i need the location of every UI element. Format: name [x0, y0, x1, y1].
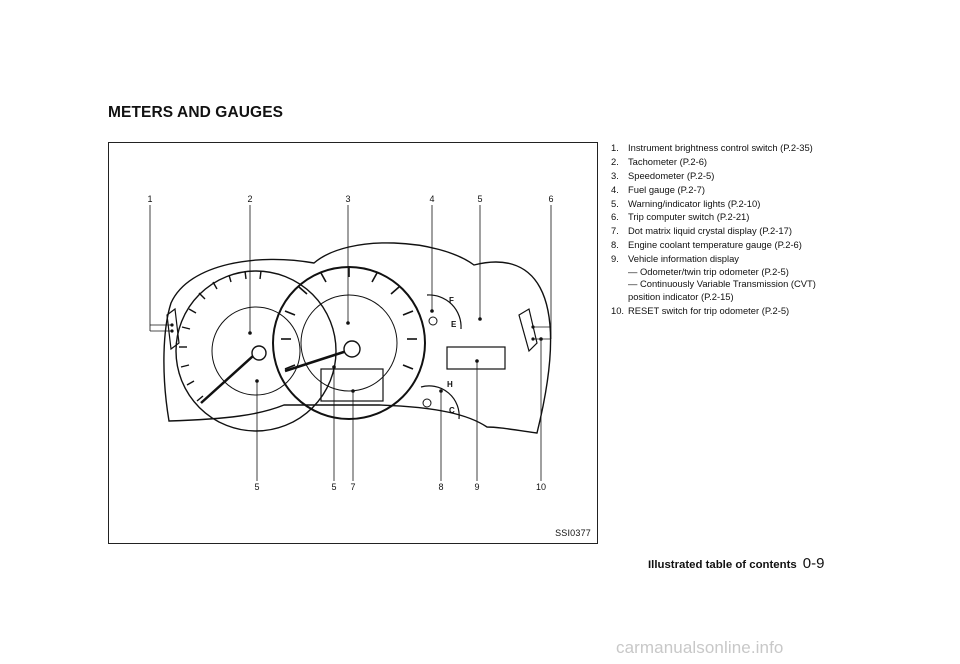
tachometer-dial: [175, 270, 337, 432]
list-item: 9.Vehicle information display — Odometer…: [611, 253, 861, 303]
callout-9: 9: [474, 482, 479, 492]
tachometer-inner-ring: [211, 306, 301, 396]
page-number: 0-9: [802, 555, 825, 572]
speedometer-hub: [343, 340, 361, 358]
speedometer-inner-ring: [300, 294, 398, 392]
list-subitem: — Odometer/twin trip odometer (P.2-5): [628, 265, 789, 277]
callout-1: 1: [147, 194, 152, 204]
section-heading: METERS AND GAUGES: [108, 104, 284, 121]
speedometer-ticks: [281, 267, 417, 370]
callout-5-bottom-a: 5: [254, 482, 259, 492]
fuel-gauge-arc: [426, 294, 462, 330]
temp-hot-mark: H: [447, 380, 453, 389]
callout-10: 10: [536, 482, 546, 492]
list-item: 2.Tachometer (P.2-6): [611, 155, 708, 167]
fuel-gauge-hub: [428, 316, 438, 326]
dot-matrix-display: [320, 368, 384, 402]
leader-dots: [170, 309, 543, 393]
callout-8: 8: [438, 482, 443, 492]
callout-7: 7: [350, 482, 355, 492]
list-item: 3.Speedometer (P.2-5): [611, 169, 715, 181]
callout-4: 4: [429, 194, 434, 204]
instrument-cluster-illustration: F E H C 1 2 3 4 5 6 5 5 7 8 9 10: [147, 194, 553, 492]
temp-gauge-arc: [420, 385, 460, 420]
temp-gauge-hub: [422, 398, 432, 408]
callout-3: 3: [345, 194, 350, 204]
list-item: 4.Fuel gauge (P.2-7): [611, 183, 705, 195]
brightness-switch: [166, 307, 180, 351]
callout-2: 2: [247, 194, 252, 204]
vehicle-info-display: [446, 346, 506, 370]
callout-5-top: 5: [477, 194, 482, 204]
list-item: 5.Warning/indicator lights (P.2-10): [611, 197, 761, 209]
callout-5-bottom-b: 5: [331, 482, 336, 492]
list-item: 1.Instrument brightness control switch (…: [611, 142, 813, 153]
temp-cold-mark: C: [449, 406, 455, 415]
list-item: 7.Dot matrix liquid crystal display (P.2…: [611, 225, 792, 237]
fuel-full-mark: F: [449, 296, 454, 305]
component-list: 1.Instrument brightness control switch (…: [611, 142, 861, 319]
list-item: 10.RESET switch for trip odometer (P.2-5…: [611, 304, 790, 316]
callout-leaders: [149, 205, 552, 481]
list-subitem: position indicator (P.2-15): [628, 290, 734, 302]
footer-title: Illustrated table of contents: [648, 559, 797, 571]
tachometer-ticks: [179, 270, 262, 402]
list-item: 8.Engine coolant temperature gauge (P.2-…: [611, 239, 802, 251]
figure-code: SSI0377: [555, 528, 591, 538]
speedometer-needle: [284, 347, 354, 373]
fuel-empty-mark: E: [451, 320, 457, 329]
cluster-housing: [163, 242, 552, 434]
callout-6: 6: [548, 194, 553, 204]
list-subitem: — Continuously Variable Transmission (CV…: [628, 278, 816, 290]
page-footer: Illustrated table of contents 0-9: [648, 555, 824, 572]
list-item: 6.Trip computer switch (P.2-21): [611, 211, 750, 223]
watermark: carmanualsonline.info: [616, 638, 784, 657]
tachometer-hub: [251, 345, 267, 361]
instrument-cluster-figure: F E H C 1 2 3 4 5 6 5 5 7 8 9 10 SSI0377: [108, 142, 598, 544]
trip-switch: [518, 308, 538, 353]
